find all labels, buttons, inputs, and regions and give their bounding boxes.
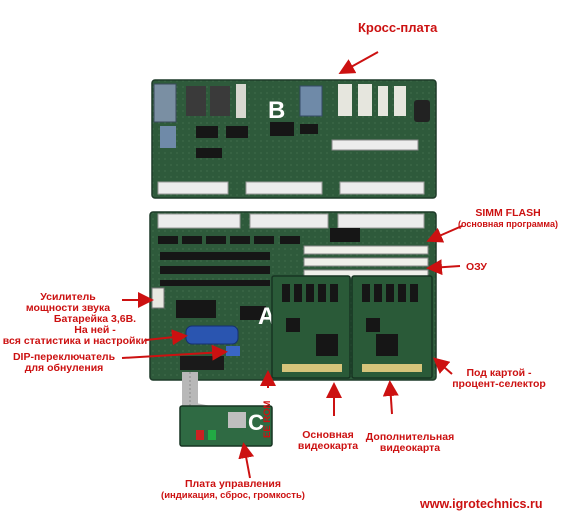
label-amplifier-line2: мощности звука: [25, 302, 111, 314]
label-main-video-line2: видеокарта: [297, 440, 359, 452]
label-control-board-line2: (индикация, сброс, громкость): [161, 490, 305, 501]
label-cpu-selector-line2: процент-селектор: [452, 378, 546, 390]
label-control-board-line1: Плата управления: [184, 478, 281, 490]
label-cross-board: Кросс-плата: [358, 20, 438, 35]
label-simm-flash-line2: (основная программа): [458, 219, 558, 229]
label-battery-line3: вся статистика и настройки: [2, 335, 148, 347]
board-letter-b: B: [268, 97, 285, 124]
label-amplifier: Усилитель мощности звука: [16, 292, 120, 314]
label-amplifier-line1: Усилитель: [40, 291, 96, 303]
label-dip-switch-line1: DIP-переключатель: [12, 351, 116, 363]
label-battery-line2: На ней -: [74, 324, 116, 336]
label-cpu-selector: Под картой - процент-селектор: [436, 368, 562, 390]
label-extra-video: Дополнительная видеокарта: [358, 432, 462, 454]
label-ee-rom: EE ROM: [262, 400, 273, 438]
label-cpu-selector-line1: Под картой -: [466, 367, 532, 379]
label-battery-line1: Батарейка 3,6В.: [53, 313, 137, 325]
label-battery: Батарейка 3,6В. На ней - вся статистика …: [0, 314, 150, 347]
board-letter-a: A: [258, 303, 275, 330]
label-dip-switch: DIP-переключатель для обнуления: [6, 352, 122, 374]
annotation-arrows: [121, 51, 463, 479]
cross-board-b: B: [151, 79, 437, 199]
label-simm-flash-line1: SIMM FLASH: [475, 207, 541, 219]
label-control-board: Плата управления (индикация, сброс, гром…: [140, 478, 326, 502]
control-board-c: C: [179, 405, 273, 447]
label-extra-video-line1: Дополнительная: [365, 431, 455, 443]
label-main-video: Основная видеокарта: [290, 430, 366, 452]
label-simm-flash: SIMM FLASH (основная программа): [446, 208, 570, 230]
label-ram: ОЗУ: [466, 261, 487, 273]
label-extra-video-line2: видеокарта: [379, 442, 441, 454]
board-letter-c: C: [248, 410, 264, 435]
label-main-video-line1: Основная: [302, 429, 354, 441]
extra-video-card: [351, 275, 433, 379]
label-dip-switch-line2: для обнуления: [24, 362, 104, 374]
website-link[interactable]: www.igrotechnics.ru: [420, 497, 543, 511]
main-video-card: [271, 275, 351, 379]
